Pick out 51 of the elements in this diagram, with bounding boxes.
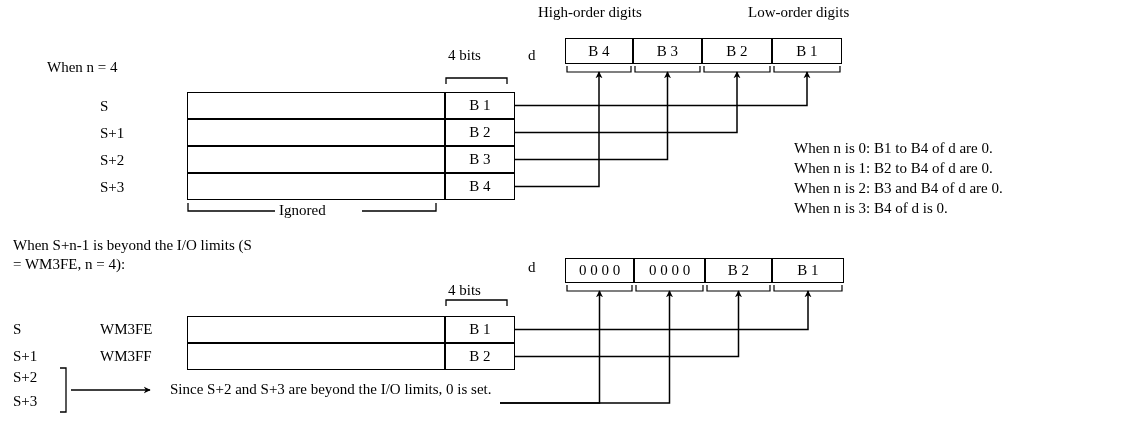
row-label: S (13, 320, 22, 339)
arrow (499, 290, 673, 404)
dimension-label: 4 bits (448, 281, 481, 300)
arrow (514, 71, 603, 188)
register-row (187, 119, 445, 146)
note-text: When n is 1: B2 to B4 of d are 0. (794, 159, 993, 178)
digit-field: B 1 (772, 38, 842, 64)
register-row (187, 173, 445, 200)
digit-field: B 2 (702, 38, 772, 64)
row-label: S+1 (13, 347, 38, 366)
arrow (514, 71, 811, 107)
register-row (187, 146, 445, 173)
row-label: S (100, 97, 109, 116)
register-label: d (528, 46, 536, 65)
address-label: WM3FF (100, 347, 152, 366)
note-text: When n is 3: B4 of d is 0. (794, 199, 948, 218)
heading-text: Low-order digits (748, 3, 850, 22)
digit-field: B 3 (633, 38, 702, 64)
note-text: When n = 4 (47, 58, 118, 77)
arrow (70, 386, 151, 394)
row-label: S+2 (100, 151, 125, 170)
bit-field: B 1 (445, 92, 515, 119)
note-text: When S+n-1 is beyond the I/O limits (S = WM3FE, n = 4): (13, 236, 253, 274)
register-row (187, 92, 445, 119)
digit-field: B 2 (705, 258, 772, 283)
digit-field: B 4 (565, 38, 633, 64)
register-label: d (528, 258, 536, 277)
bit-field: B 1 (445, 316, 515, 343)
digit-field: B 1 (772, 258, 844, 283)
bit-field: B 4 (445, 173, 515, 200)
bit-field: B 2 (445, 119, 515, 146)
note-text: When n is 2: B3 and B4 of d are 0. (794, 179, 1003, 198)
note-text: When n is 0: B1 to B4 of d are 0. (794, 139, 993, 158)
bit-field: B 3 (445, 146, 515, 173)
row-label: S+2 (13, 368, 38, 387)
row-label: S+3 (100, 178, 125, 197)
arrow (514, 71, 741, 134)
note-text: Since S+2 and S+3 are beyond the I/O limits, 0 is set. (170, 380, 500, 420)
address-label: WM3FE (100, 320, 153, 339)
heading-text: High-order digits (538, 3, 642, 22)
row-label: S+3 (13, 392, 38, 411)
arrow (514, 290, 742, 358)
bit-field: B 2 (445, 343, 515, 370)
digit-field: 0 0 0 0 (565, 258, 634, 283)
digit-field: 0 0 0 0 (634, 258, 705, 283)
arrow (514, 71, 671, 161)
row-label: S+1 (100, 124, 125, 143)
arrow (514, 290, 812, 331)
dimension-label: 4 bits (448, 46, 481, 65)
register-row (187, 316, 445, 343)
register-row (187, 343, 445, 370)
